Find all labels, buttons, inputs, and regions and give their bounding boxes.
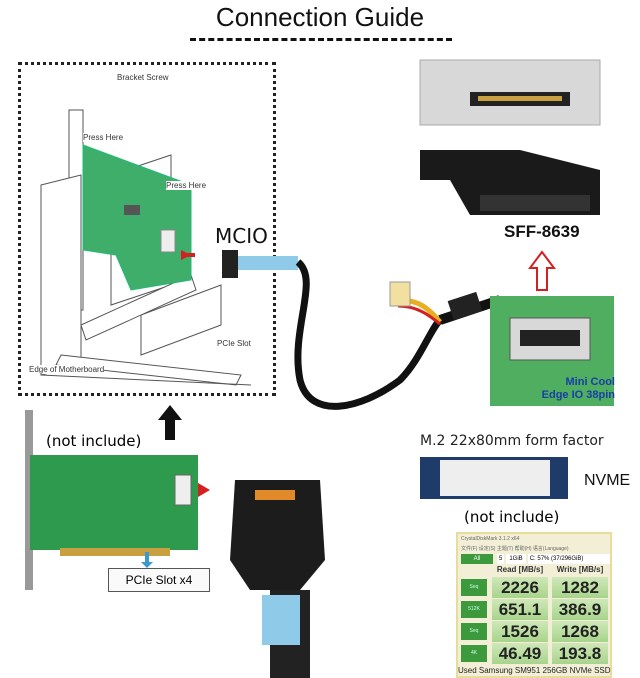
cdm-write-value: 193.8	[552, 643, 608, 664]
up-arrow-icon	[158, 405, 182, 440]
cdm-drive-select: C: 57% (37/296GiB)	[527, 554, 610, 564]
cdm-test-button: Seq	[461, 623, 487, 640]
label-edge-of-motherboard: Edge of Motherboard	[29, 365, 105, 374]
cdm-read-value: 2226	[492, 577, 548, 598]
cdm-read-header: Read [MB/s]	[496, 565, 544, 574]
cdm-test-button: Seq	[461, 579, 487, 596]
cdm-all-button: All	[461, 554, 493, 564]
mini-cool-edge-label: Mini Cool Edge IO 38pin	[535, 376, 615, 402]
label-press-here: Press Here	[166, 181, 207, 190]
mcio-label: MCIO	[215, 224, 268, 248]
cdm-menu: 文件(F) 设定(S) 主题(T) 帮助(H) 语言(Language)	[461, 546, 569, 552]
sff-8639-label: SFF-8639	[504, 222, 580, 241]
cdm-count-select: 5	[497, 554, 505, 564]
cdm-write-value: 1282	[552, 577, 608, 598]
pcie-card-photo	[30, 455, 198, 550]
cdm-window-title: CrystalDiskMark 3.1.2 x64	[461, 536, 520, 542]
cdm-write-header: Write [MB/s]	[556, 565, 604, 574]
nvme-label: NVME	[584, 472, 631, 489]
cdm-read-value: 1526	[492, 621, 548, 642]
page-title: Connection Guide	[215, 2, 425, 32]
mcio-connector	[222, 250, 238, 278]
cdm-test-button: 4K	[461, 645, 487, 662]
installation-diagram: Bracket Screw Press Here Press Here PCIe…	[18, 62, 276, 396]
label-press-here: Press Here	[83, 133, 124, 142]
pull-tab	[262, 595, 300, 645]
title-underline	[190, 38, 452, 41]
m2-form-factor-label: M.2 22x80mm form factor	[420, 433, 604, 449]
mini-cool-edge-line1: Mini Cool	[565, 376, 616, 388]
pcie-slot-label: PCIe Slot x4	[108, 568, 210, 592]
not-include-card-label: (not include)	[46, 432, 142, 450]
bracket	[25, 410, 33, 590]
pcie-card-install-illustration	[40, 109, 252, 386]
label-bracket-screw: Bracket Screw	[117, 73, 169, 82]
up-arrow-icon	[528, 250, 556, 291]
not-include-ssd-label: (not include)	[464, 508, 560, 526]
cdm-read-value: 651.1	[492, 599, 548, 620]
cable	[294, 259, 443, 410]
red-arrow-icon	[198, 483, 210, 497]
label-pcie-slot: PCIe Slot	[217, 339, 251, 348]
down-arrow-icon	[141, 562, 153, 568]
cdm-footer: Used Samsung SM951 256GB NVMe SSD	[458, 666, 611, 675]
cdm-read-value: 46.49	[492, 643, 548, 664]
cdm-write-value: 386.9	[552, 599, 608, 620]
mcio-connector-closeup	[230, 480, 325, 590]
cdm-test-button: 512K	[461, 601, 487, 618]
crystaldiskmark-screenshot: CrystalDiskMark 3.1.2 x64 文件(F) 设定(S) 主题…	[456, 532, 612, 678]
mini-cool-edge-line2: Edge IO 38pin	[541, 389, 615, 401]
cdm-write-value: 1268	[552, 621, 608, 642]
cdm-size-select: 1GiB	[506, 554, 526, 564]
